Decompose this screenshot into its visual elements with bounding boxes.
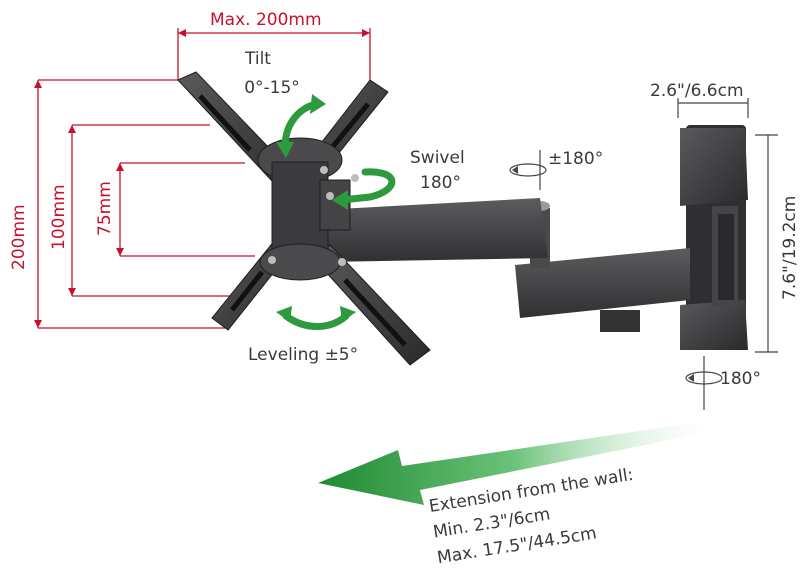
arm-rotation-arrowhead: [512, 166, 518, 174]
swivel-arrow-icon: [338, 168, 396, 204]
swivel-range: 180°: [420, 173, 461, 193]
vesa-100-label: 100mm: [49, 184, 69, 250]
vesa-200-label: 200mm: [9, 204, 29, 270]
bracket-screws: [268, 166, 359, 266]
dimension-arrowheads: [34, 29, 370, 328]
wall-rotation-label: 180°: [720, 369, 761, 389]
extension-arrow-icon: [318, 422, 710, 505]
wall-width-label: 2.6"/6.6cm: [650, 81, 744, 101]
tilt-arrowhead: [276, 142, 294, 158]
leveling-label: Leveling ±5°: [248, 345, 358, 365]
wall-height-label: 7.6"/19.2cm: [780, 196, 800, 300]
vesa-bracket: [177, 71, 431, 366]
tilt-range: 0°-15°: [244, 78, 300, 98]
swivel-arrowhead: [332, 190, 348, 210]
wall-plate: [680, 125, 748, 350]
tilt-title: Tilt: [244, 49, 271, 69]
max-width-label: Max. 200mm: [210, 10, 322, 30]
tilt-arrowhead-top: [310, 94, 326, 114]
arm-rotation-label: ±180°: [548, 149, 603, 169]
leveling-arrowhead-right: [340, 306, 356, 322]
swivel-title: Swivel: [410, 148, 465, 168]
wall-plate-dimensions: [677, 98, 778, 353]
articulating-arms: [320, 198, 690, 332]
leveling-arrow-icon: [282, 312, 350, 330]
wall-rotation-icon: [685, 356, 723, 410]
vesa-dimensions: [37, 28, 371, 329]
leveling-arrowhead-left: [276, 306, 292, 322]
wall-rotation-arrowhead: [688, 374, 694, 382]
vesa-75-label: 75mm: [95, 181, 115, 236]
arm-rotation-icon: [509, 150, 547, 190]
